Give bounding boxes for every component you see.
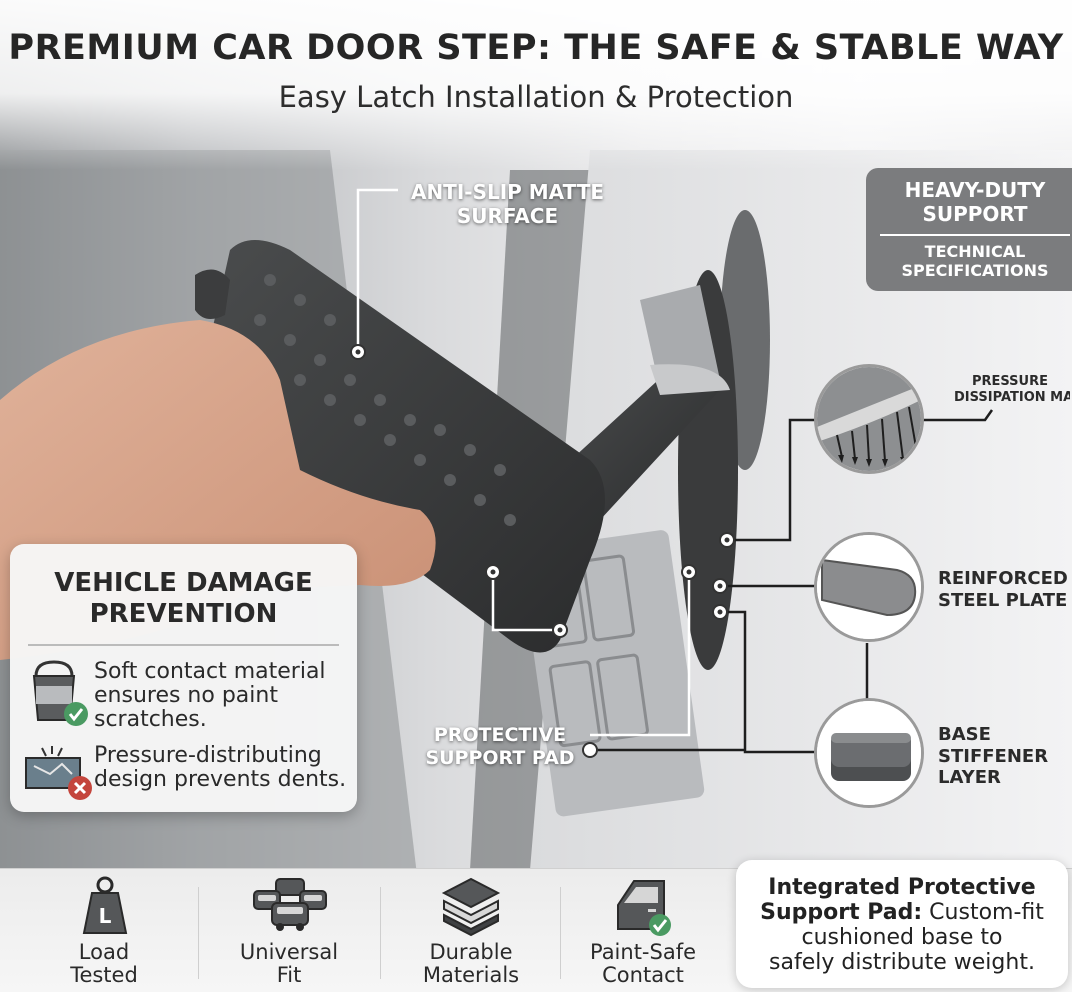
pad-card-line3: cushioned base to	[801, 924, 1003, 950]
marker-pad-4	[582, 742, 598, 758]
pad-card-line1: Integrated Protective	[736, 875, 1068, 901]
feature-load-label: Load Tested	[44, 940, 164, 988]
feature-paint-safe: Paint-Safe Contact	[580, 869, 706, 992]
damage-item-paint: Soft contact material ensures no paint s…	[94, 660, 326, 731]
callout-pressure-line1: PRESSURE	[971, 374, 1048, 389]
callout-pressure-line2: DISSIPATION MAP	[954, 389, 1070, 405]
callout-steel-plate: REINFORCED STEEL PLATE	[938, 568, 1068, 611]
callout-steel-line1: REINFORCED	[938, 568, 1068, 589]
paint-bucket-check-icon	[32, 660, 88, 726]
feature-universal-line2: Fit	[276, 963, 302, 988]
base-leader	[720, 610, 815, 754]
feature-load-tested: L Load Tested	[44, 869, 164, 992]
callout-protective-line1: PROTECTIVE	[433, 724, 567, 746]
car-door-check-icon	[617, 880, 671, 936]
feature-durable-line1: Durable	[429, 940, 513, 964]
feature-paint-line1: Paint-Safe	[589, 940, 697, 964]
callout-base-line3: LAYER	[938, 767, 1001, 789]
base-stiffener-detail	[814, 698, 924, 808]
damage-item2-line2: design prevents dents.	[94, 766, 347, 792]
anti-slip-leader	[356, 188, 398, 352]
damage-item1-line3: scratches.	[94, 706, 207, 732]
spec-subheading: TECHNICAL SPECIFICATIONS	[880, 242, 1070, 280]
feature-divider-3	[560, 887, 561, 979]
spec-sub-line2: SPECIFICATIONS	[901, 261, 1049, 281]
feature-load-line1: Load	[78, 940, 130, 964]
damage-title-line1: VEHICLE DAMAGE	[54, 568, 313, 598]
dent-cross-icon	[25, 746, 92, 800]
feature-durable-label: Durable Materials	[408, 940, 534, 988]
damage-panel-divider	[28, 644, 339, 646]
spec-divider	[880, 234, 1070, 236]
pressure-leader	[727, 418, 815, 542]
spec-heading-line1: HEAVY-DUTY	[904, 178, 1046, 202]
feature-paint-safe-label: Paint-Safe Contact	[580, 940, 706, 988]
vehicle-damage-panel: VEHICLE DAMAGE PREVENTION Soft contact m…	[10, 544, 357, 812]
callout-protective-line2: SUPPORT PAD	[425, 746, 575, 769]
page-title: PREMIUM CAR DOOR STEP: THE SAFE & STABLE…	[8, 28, 1064, 68]
callout-base-layer: BASE STIFFENER LAYER	[938, 724, 1048, 789]
protective-pad-card: Integrated Protective Support Pad: Custo…	[736, 860, 1068, 988]
feature-durable-materials: Durable Materials	[408, 869, 534, 992]
pad-card-line2: Support Pad: Custom-fit	[736, 899, 1068, 926]
feature-universal-fit: Universal Fit	[228, 869, 350, 992]
callout-pressure-map: PRESSURE DISSIPATION MAP	[950, 374, 1070, 405]
heavy-duty-spec-box: HEAVY-DUTY SUPPORT TECHNICAL SPECIFICATI…	[866, 168, 1072, 291]
steel-plate-icon	[817, 535, 921, 639]
pad-card-line4: safely distribute weight.	[769, 949, 1035, 975]
callout-anti-slip-line1: ANTI-SLIP MATTE	[410, 180, 605, 204]
damage-item2-line1: Pressure-distributing	[94, 743, 322, 768]
feature-universal-label: Universal Fit	[228, 940, 350, 988]
feature-load-line2: Tested	[70, 963, 138, 988]
pad-card-line1-text: Integrated Protective	[768, 875, 1036, 900]
page-subtitle: Easy Latch Installation & Protection	[278, 80, 794, 114]
pad-leader-right	[590, 572, 691, 737]
cars-icon	[253, 878, 327, 931]
feature-divider-1	[198, 887, 199, 979]
spec-sub-line1: TECHNICAL	[924, 242, 1026, 261]
pad-card-line2-rest: Custom-fit	[922, 899, 1044, 925]
pressure-map-detail	[814, 364, 924, 474]
damage-item1-line1: Soft contact material	[94, 659, 326, 684]
callout-base-line1: BASE	[938, 724, 991, 745]
svg-text:L: L	[99, 904, 112, 928]
pad-card-line2-bold: Support Pad:	[760, 899, 923, 925]
damage-item1-line2: ensures no paint	[94, 682, 278, 708]
callout-anti-slip: ANTI-SLIP MATTE SURFACE	[405, 180, 610, 228]
callout-anti-slip-line2: SURFACE	[456, 204, 559, 228]
callout-steel-line2: STEEL PLATE	[938, 589, 1068, 611]
callout-base-line2: STIFFENER	[938, 745, 1049, 767]
feature-divider-2	[380, 887, 381, 979]
spec-heading-line2: SUPPORT	[922, 202, 1028, 226]
damage-item-dent: Pressure-distributing design prevents de…	[94, 744, 346, 792]
layers-icon	[441, 877, 501, 937]
damage-title-line2: PREVENTION	[89, 598, 278, 629]
pressure-arrows-icon	[817, 367, 921, 471]
damage-panel-title: VEHICLE DAMAGE PREVENTION	[10, 568, 357, 629]
map-label-leader	[920, 409, 994, 422]
feature-universal-line1: Universal	[239, 940, 339, 964]
pad-leader-left	[491, 572, 560, 632]
header-backdrop	[0, 0, 1072, 170]
stiffener-pad-icon	[817, 701, 921, 805]
weight-icon: L	[82, 876, 128, 934]
callout-protective-pad: PROTECTIVE SUPPORT PAD	[425, 724, 575, 770]
feature-paint-line2: Contact	[602, 963, 684, 988]
steel-plate-detail	[814, 532, 924, 642]
feature-durable-line2: Materials	[422, 963, 520, 988]
spec-heading: HEAVY-DUTY SUPPORT	[880, 178, 1070, 226]
